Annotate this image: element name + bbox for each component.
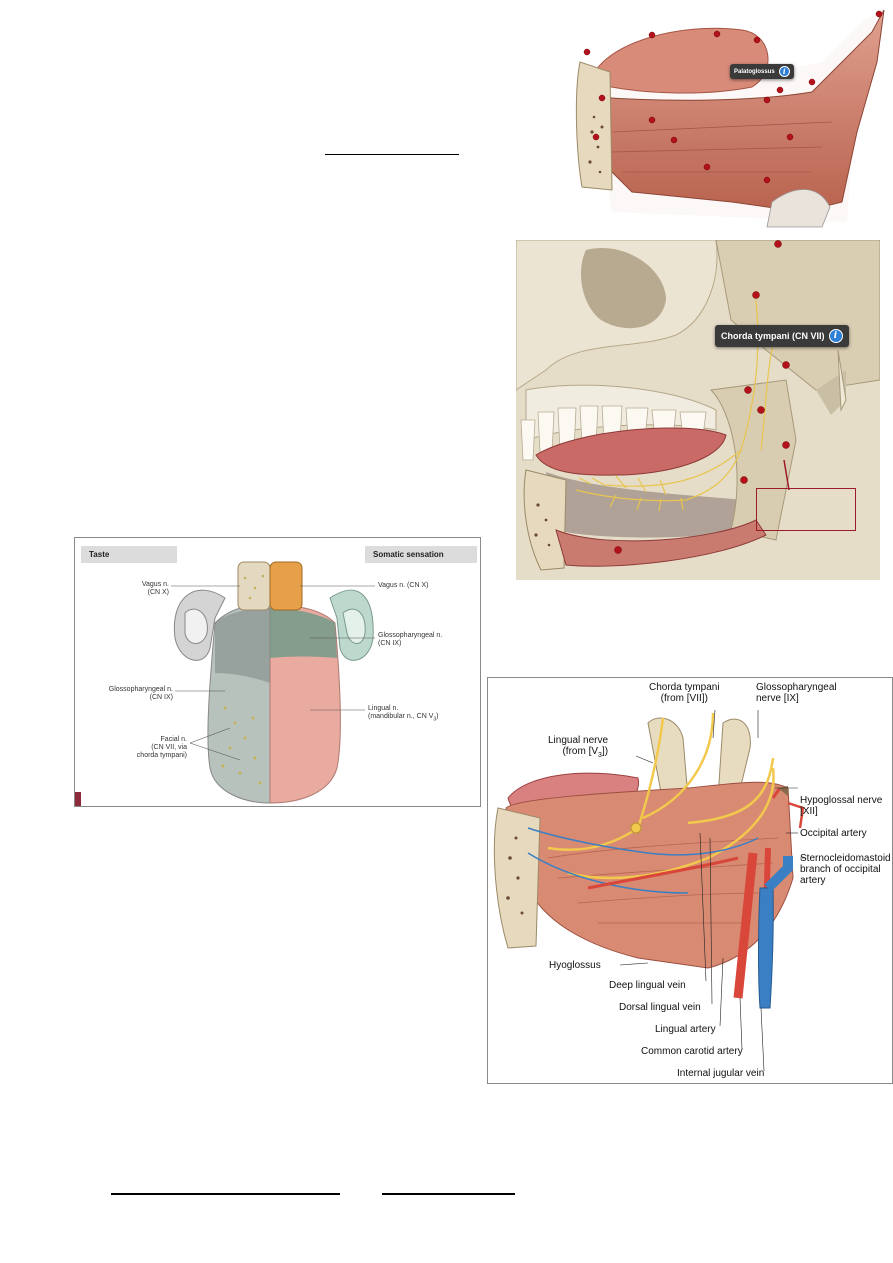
- facial-line2: (CN VII, via: [151, 744, 187, 751]
- glossopharyngeal-left-label: Glossopharyngeal n. (CN IX): [87, 686, 173, 702]
- glosso-left-line1: Glossopharyngeal n.: [108, 686, 173, 693]
- lingual-line2-close: ): [436, 713, 439, 720]
- internal-jugular-text: Internal jugular vein: [677, 1068, 765, 1079]
- palatoglossus-pin-label[interactable]: Palatoglossus i: [730, 64, 794, 79]
- lingual-sub: 3: [598, 752, 602, 759]
- scm-line1: Sternocleidomastoid: [800, 853, 891, 864]
- somatic-header: Somatic sensation: [365, 546, 477, 563]
- internal-jugular-label: Internal jugular vein: [677, 1068, 764, 1079]
- tongue-innervation-svg: [75, 561, 375, 806]
- chorda-tympani-label: Chorda tympani (from [VII]): [649, 682, 720, 704]
- lingual-nerve-label: Lingual n. (mandibular n., CN V3): [368, 705, 438, 723]
- glosso-line2: nerve [IX]: [756, 693, 799, 704]
- taste-header-text: Taste: [89, 550, 110, 559]
- scm-line3: artery: [800, 875, 826, 886]
- hyoglossus-label: Hyoglossus: [549, 960, 601, 971]
- scm-branch-label: Sternocleidomastoid branch of occipital …: [800, 853, 891, 886]
- hypo-line1: Hypoglossal nerve: [800, 795, 883, 806]
- top-blank-line: [325, 154, 459, 155]
- glosso-left-line2: (CN IX): [149, 694, 173, 701]
- deep-lingual-vein-label: Deep lingual vein: [609, 980, 686, 991]
- facial-line1: Facial n.: [160, 736, 187, 743]
- info-icon[interactable]: i: [778, 66, 790, 77]
- lingual-artery-text: Lingual artery: [655, 1024, 716, 1035]
- hyoglossus-text: Hyoglossus: [549, 960, 601, 971]
- occipital-text: Occipital artery: [800, 828, 867, 839]
- hypo-line2: [XII]: [800, 806, 818, 817]
- glossopharyngeal-right-label: Glossopharyngeal n. (CN IX): [378, 632, 442, 648]
- common-carotid-text: Common carotid artery: [641, 1046, 743, 1057]
- dorsal-lingual-vein-text: Dorsal lingual vein: [619, 1002, 701, 1013]
- glosso-line1: Glossopharyngeal: [756, 682, 837, 693]
- common-carotid-label: Common carotid artery: [641, 1046, 743, 1057]
- palatoglossus-label-text: Palatoglossus: [734, 68, 775, 75]
- scm-line2: branch of occipital: [800, 864, 881, 875]
- deep-lingual-vein-text: Deep lingual vein: [609, 980, 686, 991]
- somatic-header-text: Somatic sensation: [373, 550, 444, 559]
- hypoglossal-nerve-label: Hypoglossal nerve [XII]: [800, 795, 882, 817]
- glosso-right-line1: Glossopharyngeal n.: [378, 632, 443, 639]
- lingual-line1: Lingual nerve: [548, 735, 609, 746]
- skull-svg: [515, 239, 881, 580]
- lingual-line2: (mandibular n., CN V: [368, 713, 434, 720]
- tongue-innervation-diagram: Taste Somatic sensation: [74, 537, 481, 807]
- vagus-left-label: Vagus n. (CN X): [105, 581, 169, 597]
- vagus-right-label: Vagus n. (CN X): [378, 582, 428, 590]
- dorsal-lingual-vein-label: Dorsal lingual vein: [619, 1002, 701, 1013]
- glossopharyngeal-nerve-label: Glossopharyngeal nerve [IX]: [756, 682, 837, 704]
- lingual-line1: Lingual n.: [368, 705, 399, 712]
- tongue-vessels-svg: [493, 709, 806, 1072]
- tongue-vessels-nerves-diagram: Chorda tympani (from [VII]) Glossopharyn…: [487, 677, 893, 1084]
- glosso-right-line2: (CN IX): [378, 640, 402, 647]
- tongue-muscles-svg: [575, 7, 885, 228]
- facial-line3: chorda tympani): [136, 752, 187, 759]
- bottom-blank-line-2: [382, 1193, 515, 1195]
- chorda-tympani-pin-label[interactable]: Chorda tympani (CN VII) i: [715, 325, 849, 347]
- chorda-tympani-label-text: Chorda tympani (CN VII): [721, 331, 825, 341]
- vagus-right-text: Vagus n. (CN X): [378, 582, 429, 589]
- occipital-artery-label: Occipital artery: [800, 828, 867, 839]
- blank-label-box: [756, 488, 856, 531]
- info-icon[interactable]: i: [828, 329, 843, 343]
- lingual-line2a: (from [V: [562, 746, 599, 757]
- chorda-line1: Chorda tympani: [649, 682, 720, 693]
- skull-chorda-tympani-illustration: Chorda tympani (CN VII) i: [515, 239, 881, 580]
- lingual-nerve-label: Lingual nerve (from [V3]): [548, 735, 608, 761]
- bottom-blank-line-1: [111, 1193, 340, 1195]
- vagus-left-line2: (CN X): [147, 589, 169, 596]
- lingual-subscript: 3: [433, 716, 437, 723]
- chorda-line2: (from [VII]): [660, 693, 708, 704]
- vagus-left-line1: Vagus n.: [141, 581, 169, 588]
- tongue-muscles-illustration: Palatoglossus i: [572, 2, 890, 230]
- taste-header: Taste: [81, 546, 177, 563]
- lingual-line2b: ]): [601, 746, 609, 757]
- lingual-artery-label: Lingual artery: [655, 1024, 716, 1035]
- facial-nerve-label: Facial n. (CN VII, via chorda tympani): [95, 736, 187, 760]
